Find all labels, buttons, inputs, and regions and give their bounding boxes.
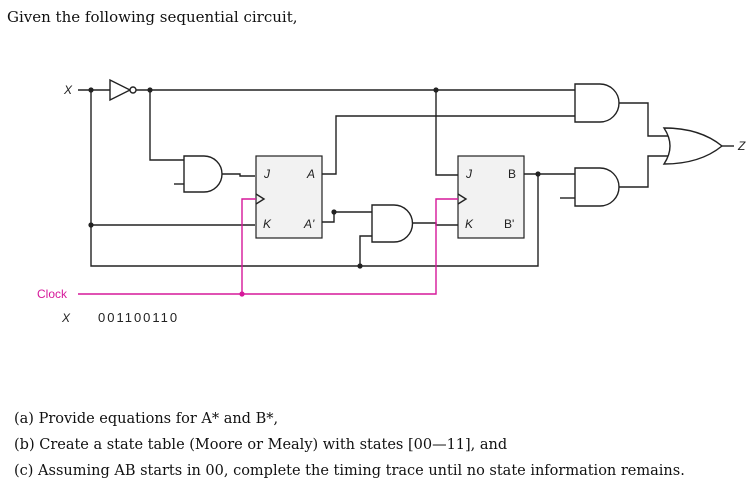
problem-intro: Given the following sequential circuit, [7, 8, 298, 26]
ff-a-j: J [263, 167, 271, 181]
question-a: (a) Provide equations for A* and B*, [14, 411, 279, 427]
wire-anot-to-and2 [322, 211, 372, 223]
or-gate [662, 127, 724, 165]
and-gate-2 [371, 204, 414, 243]
junction-anot [331, 209, 337, 215]
ff-a-q: A [306, 167, 315, 181]
wire-and2-input2 [359, 235, 372, 266]
and-gate-4 [574, 167, 620, 207]
wire-and2-to-kb [412, 222, 458, 226]
not-gate [109, 78, 132, 102]
not-gate-bubble [129, 86, 137, 94]
ff-a-qn: A' [303, 217, 315, 231]
question-b: (b) Create a state table (Moore or Mealy… [14, 437, 508, 453]
flipflop-a [255, 155, 323, 239]
junction-x-k [88, 222, 94, 228]
wire-a-out [322, 115, 575, 175]
output-z-label: Z [737, 139, 746, 153]
sequence-x-label: X [61, 311, 71, 325]
question-c: (c) Assuming AB starts in 00, complete t… [14, 463, 685, 479]
wire-x-spine [90, 90, 360, 267]
ff-b-qn: B' [504, 217, 514, 231]
wire-and4-to-or [619, 155, 668, 188]
input-sequence: 001100110 [98, 310, 179, 325]
input-x-label: X [63, 83, 73, 97]
ff-b-clock-triangle [457, 193, 468, 205]
junction-clock [239, 291, 245, 297]
ff-b-q: B [508, 167, 516, 181]
wire-and3-to-or [619, 102, 668, 137]
and-gate-1 [183, 155, 223, 193]
ff-b-j: J [465, 167, 473, 181]
ff-a-clock-triangle [255, 193, 266, 205]
wire-b-feedback [360, 174, 539, 267]
wire-and1-to-ja [222, 173, 255, 177]
wire-clock-a [241, 198, 256, 294]
wire-clock-b [78, 198, 458, 295]
ff-a-k: K [263, 217, 272, 231]
question-list: (a) Provide equations for A* and B*, (b)… [14, 406, 685, 484]
flipflop-b [457, 155, 525, 239]
wire-xnot-to-jb [435, 90, 458, 176]
clock-label: Clock [37, 287, 68, 301]
ff-b-k: K [465, 217, 474, 231]
and-gate-3 [574, 83, 620, 123]
wire-xnot-to-and1 [149, 90, 184, 161]
